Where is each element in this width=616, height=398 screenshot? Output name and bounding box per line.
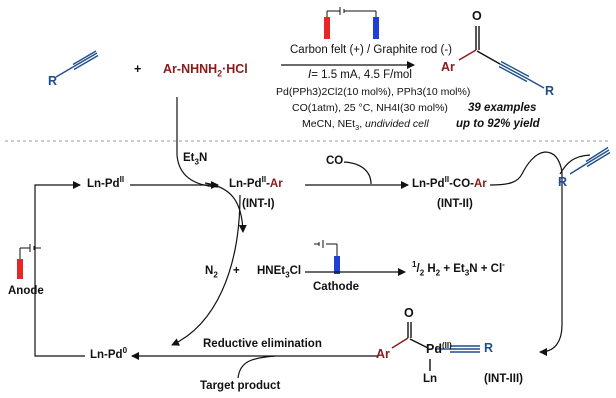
- int-iii-structure: [391, 322, 480, 371]
- int-iii-label: (INT-III): [484, 373, 523, 385]
- target-product-label: Target product: [200, 380, 281, 392]
- product-aryl-group: Ar: [441, 60, 455, 74]
- pd-0-catalyst: Ln-Pd0: [90, 346, 128, 361]
- int-iii-r-group: R: [484, 341, 494, 355]
- catalytic-cycle-arrows: [34, 97, 591, 379]
- int-iii-palladium: Pd(II): [426, 340, 452, 356]
- int-iii-ligand: Ln: [423, 373, 438, 385]
- alkyne-r-group: R: [48, 74, 58, 88]
- condition-co-temperature: CO(1atm), 25 °C, NH4I(30 mol%): [292, 102, 448, 114]
- pd-ii-catalyst: Ln-PdII: [87, 175, 125, 190]
- condition-electrodes: Carbon felt (+) / Graphite rod (-): [290, 44, 453, 56]
- int-ii-species: Ln-PdII-CO-Ar: [412, 175, 487, 190]
- cathode-label: Cathode: [313, 281, 359, 293]
- examples-count: 39 examples: [468, 102, 537, 114]
- anode-label: Anode: [8, 285, 44, 297]
- nitrogen-gas: N2: [205, 265, 218, 280]
- max-yield: up to 92% yield: [456, 118, 540, 130]
- anode-electrode-icon: [17, 244, 41, 279]
- int-i-species: Ln-PdII-Ar: [229, 175, 283, 190]
- condition-catalyst: Pd(PPh3)2Cl2(10 mol%), PPh3(10 mol%): [276, 86, 471, 98]
- triethylammonium-chloride: HNEt3Cl: [257, 265, 302, 280]
- int-iii-carbonyl-oxygen: O: [404, 306, 414, 320]
- electrolysis-cell-icon: [324, 7, 379, 39]
- reductive-elimination-label: Reductive elimination: [203, 338, 322, 350]
- product-r-group: R: [545, 84, 555, 98]
- int-iii-aryl-group: Ar: [376, 347, 390, 361]
- alkyne-reagent-structure: [55, 50, 99, 78]
- ynone-product-structure: [458, 26, 545, 89]
- cathode-products: 1/2 H2 + Et3N + Cl-: [412, 260, 505, 278]
- plus-sign: +: [134, 62, 142, 76]
- carbon-monoxide-label: CO: [326, 155, 344, 167]
- product-carbonyl-oxygen: O: [472, 9, 482, 23]
- int-ii-label: (INT-II): [437, 198, 473, 210]
- aryl-hydrazine-label: Ar-NHNH2·HCl: [163, 62, 248, 79]
- alkyne-approach-r-group: R: [558, 175, 568, 189]
- plus-sign-byproduct: +: [233, 265, 240, 277]
- triethylamine-label: Et3N: [183, 152, 208, 167]
- cathode-electrode-icon: [314, 240, 340, 274]
- condition-current: I= 1.5 mA, 4.5 F/mol: [308, 69, 412, 81]
- alkyne-approach-structure: [569, 146, 611, 175]
- int-i-label: (INT-I): [242, 198, 275, 210]
- condition-solvent-base: MeCN, NEt3, undivided cell: [302, 118, 429, 133]
